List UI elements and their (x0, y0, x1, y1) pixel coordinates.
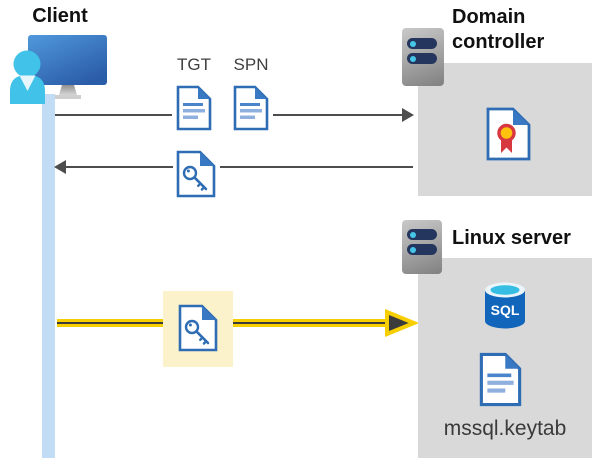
spn-label: SPN (233, 55, 269, 74)
request-arrow-line-left (55, 114, 172, 116)
response-arrow-line-right (220, 166, 413, 168)
auth-arrowhead-right-icon (385, 309, 418, 337)
tgt-label: TGT (177, 55, 211, 74)
request-arrowhead-right-icon (402, 108, 414, 122)
client-title: Client (32, 5, 88, 27)
response-arrowhead-left-icon (54, 160, 66, 174)
certificate-icon (486, 107, 531, 161)
domain-controller-server-icon (402, 28, 444, 86)
spn-document-card (229, 83, 273, 132)
monitor-icon (28, 35, 107, 85)
sql-database-icon: SQL (485, 282, 525, 329)
linux-server-title: Linux server (452, 227, 571, 249)
tgt-document-card (172, 83, 216, 132)
sql-label: SQL (491, 302, 520, 318)
domain-controller-title: Domain controller (452, 6, 545, 53)
linux-server-icon (402, 220, 442, 274)
highlighted-key-ticket-icon (178, 304, 218, 352)
monitor-stand (59, 85, 77, 95)
response-arrow-line-left (64, 166, 173, 168)
keytab-label: mssql.keytab (443, 417, 567, 440)
keytab-document-icon (479, 352, 522, 407)
client-lifeline (42, 94, 55, 458)
key-ticket-document-icon (176, 150, 216, 198)
spn-document-icon (233, 85, 269, 130)
tgt-document-icon (176, 85, 212, 130)
person-head (13, 50, 41, 78)
request-arrow-line-right (273, 114, 402, 116)
client-user-at-computer-icon (10, 35, 107, 104)
key-ticket-card (173, 148, 219, 200)
